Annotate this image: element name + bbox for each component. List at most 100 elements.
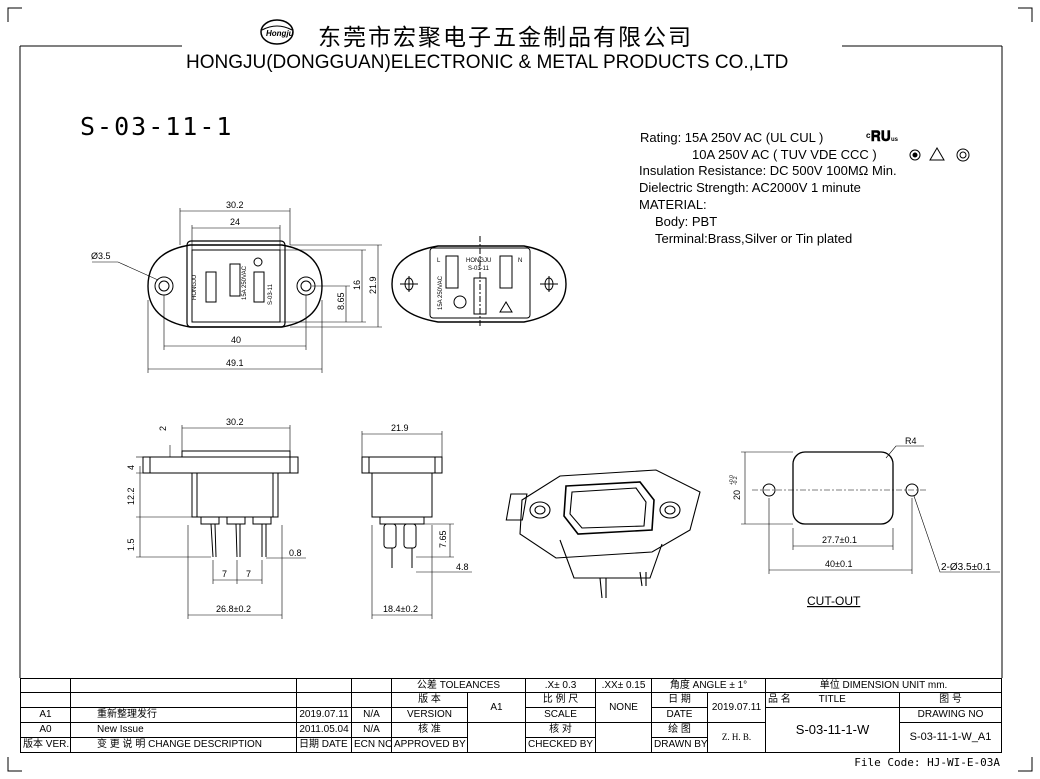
file-code: File Code: HJ-WI-E-03A	[854, 756, 1000, 769]
svg-text:26.8±0.2: 26.8±0.2	[216, 604, 251, 614]
svg-text:7: 7	[222, 569, 227, 579]
version-cn: 版 本	[391, 691, 468, 708]
svg-text:7.65: 7.65	[438, 530, 448, 548]
rev-a1-desc: 重新整理发行	[70, 706, 297, 723]
svg-text:18.4±0.2: 18.4±0.2	[383, 604, 418, 614]
side-view-right	[361, 456, 443, 568]
svg-text:15A 250VAC: 15A 250VAC	[438, 275, 444, 310]
cutout-label: CUT-OUT	[807, 594, 861, 608]
cutout-dimension-text: R4 20 +0.0 -0.2 27.7±0.1 40±0.1 2-Ø3.5±0…	[729, 436, 991, 573]
side-dimension-text-right: 21.9 7.65 4.8 18.4±0.2	[383, 423, 469, 614]
cutout-view	[752, 451, 928, 525]
back-view-labels: L N HONGJU S-03-11 15A 250VAC	[437, 258, 522, 310]
back-view	[391, 236, 567, 326]
svg-text:15A 250VAC: 15A 250VAC	[242, 265, 248, 300]
title-value: S-03-11-1-W	[765, 706, 901, 754]
header-description: 变 更 说 明 CHANGE DESCRIPTION	[70, 736, 297, 754]
drawing-no-en: DRAWING NO	[899, 706, 1003, 723]
front-view	[147, 240, 323, 328]
svg-text:R4: R4	[905, 436, 917, 446]
rev-a1: A1	[20, 706, 71, 723]
date-value: 2019.07.11	[707, 691, 767, 723]
svg-text:L: L	[437, 258, 441, 264]
svg-text:0.8: 0.8	[289, 548, 302, 558]
company-name-en: HONGJU(DONGGUAN)ELECTRONIC & METAL PRODU…	[186, 52, 789, 73]
header-ecn: ECN NO.	[351, 736, 392, 754]
svg-text:12.2: 12.2	[126, 487, 136, 505]
svg-text:30.2: 30.2	[226, 417, 244, 427]
svg-text:20: 20	[732, 490, 742, 500]
drawing-frame	[7, 7, 1033, 772]
version-en: VERSION	[391, 706, 468, 723]
rev-a1-ecn: N/A	[351, 706, 392, 723]
isometric-view	[505, 469, 701, 599]
side-dimension-text-left: 30.2 2 4 12.2 1.5 0.8 7 7 26.8±0.2	[126, 417, 302, 614]
svg-text:HONGJU: HONGJU	[192, 275, 198, 300]
company-name-cn: 东莞市宏聚电子五金制品有限公司	[318, 25, 693, 51]
header-version: 版本 VER.	[20, 736, 71, 754]
tolerance-label: 公差 TOLEANCES	[390, 678, 527, 693]
svg-text:2-Ø3.5±0.1: 2-Ø3.5±0.1	[941, 562, 991, 573]
company-logo: Hongju	[260, 19, 294, 45]
svg-text:+0.0: +0.0	[729, 475, 735, 485]
front-view-labels: HONGJU 15A 250VAC S-03-11	[192, 265, 274, 305]
svg-text:49.1: 49.1	[226, 358, 244, 368]
svg-text:16: 16	[352, 280, 362, 290]
svg-text:HONGJU: HONGJU	[466, 258, 491, 264]
drawing-no-cn: 图 号	[899, 691, 1003, 708]
spec-dielectric: Dielectric Strength: AC2000V 1 minute	[639, 180, 861, 195]
date-en: DATE	[651, 706, 709, 723]
svg-text:4.8: 4.8	[456, 562, 469, 572]
svg-text:8.65: 8.65	[336, 292, 346, 310]
svg-text:N: N	[518, 258, 522, 264]
cutout-dimensions	[741, 445, 1000, 574]
svg-text:4: 4	[126, 465, 136, 470]
certification-marks: ᶜ𝐑𝐔us	[866, 128, 970, 162]
rev-a0-date: 2011.05.04	[296, 721, 352, 738]
drawn-value: Z. H. B.	[707, 721, 767, 754]
ul-mark-icon: ᶜ𝐑𝐔us	[866, 128, 899, 144]
svg-text:40: 40	[231, 335, 241, 345]
spec-body: Body: PBT	[655, 214, 718, 229]
side-view-left	[142, 450, 299, 558]
rev-a0-ecn: N/A	[351, 721, 392, 738]
spec-rating-1: Rating: 15A 250V AC (UL CUL )	[640, 130, 824, 145]
approved-en: APPROVED BY	[391, 736, 468, 754]
spec-terminal: Terminal:Brass,Silver or Tin plated	[655, 231, 853, 246]
svg-text:21.9: 21.9	[368, 276, 378, 294]
rev-a0: A0	[20, 721, 71, 738]
drawn-cn: 绘 图	[651, 721, 709, 738]
svg-text:7: 7	[246, 569, 251, 579]
header-date: 日期 DATE	[296, 736, 352, 754]
checked-en: CHECKED BY	[525, 736, 597, 754]
rev-a0-desc: New Issue	[70, 721, 297, 738]
drawn-en: DRAWN BY	[651, 736, 709, 754]
svg-text:30.2: 30.2	[226, 200, 244, 210]
svg-text:S-03-11: S-03-11	[268, 283, 274, 305]
spec-rating-2: 10A 250V AC ( TUV VDE CCC )	[692, 147, 877, 162]
svg-text:2: 2	[158, 426, 168, 431]
date-cn: 日 期	[651, 691, 709, 708]
svg-text:S-03-11: S-03-11	[468, 266, 490, 272]
version-value: A1	[466, 691, 527, 723]
tolerance-xx: .XX± 0.15	[595, 678, 653, 693]
unit-label: 单位 DIMENSION UNIT mm.	[765, 678, 1003, 693]
approved-cn: 核 准	[391, 721, 468, 738]
spec-material: MATERIAL:	[639, 197, 707, 212]
spec-insulation: Insulation Resistance: DC 500V 100MΩ Min…	[639, 163, 897, 178]
part-number: S-03-11-1	[80, 112, 234, 141]
side-dimensions-right	[361, 431, 472, 619]
checked-cn: 核 对	[525, 721, 597, 738]
scale-value: NONE	[595, 691, 653, 723]
tolerance-x: .X± 0.3	[525, 678, 597, 693]
scale-cn: 比 例 尺	[525, 691, 597, 708]
drawing-no-value: S-03-11-1-W_A1	[899, 721, 1003, 754]
scale-en: SCALE	[525, 706, 597, 723]
title-block: 公差 TOLEANCES .X± 0.3 .XX± 0.15 角度 ANGLE …	[20, 678, 1003, 754]
tolerance-angle: 角度 ANGLE ± 1°	[651, 678, 767, 693]
svg-text:40±0.1: 40±0.1	[825, 559, 852, 569]
svg-text:1.5: 1.5	[126, 538, 136, 551]
svg-text:Ø3.5: Ø3.5	[91, 251, 111, 261]
side-dimensions-left	[136, 425, 306, 619]
